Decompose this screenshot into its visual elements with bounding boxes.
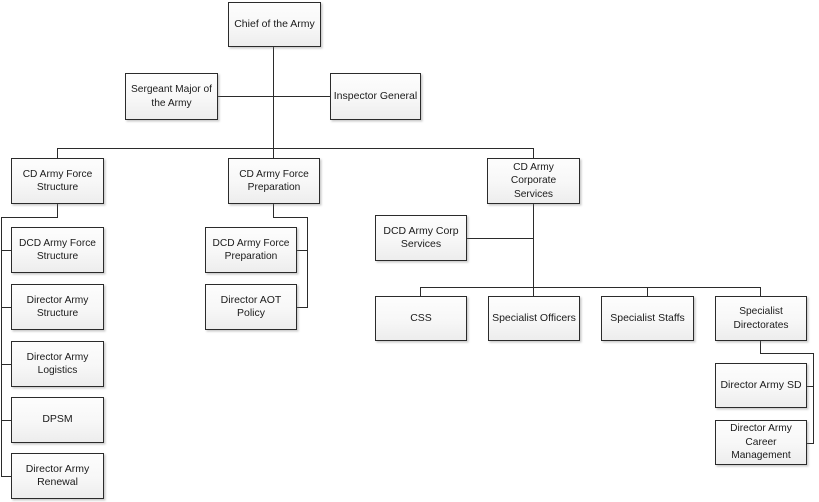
- connector-chief-down-stem: [273, 47, 275, 148]
- connector-left-branch-stem: [57, 204, 59, 217]
- connector-right-branch-stem: [533, 204, 535, 288]
- org-node-dcd-corp-services[interactable]: DCD Army Corp Services: [375, 215, 467, 261]
- org-node-dcd-force-preparation[interactable]: DCD Army Force Preparation: [205, 227, 297, 273]
- org-node-director-army-renewal[interactable]: Director Army Renewal: [11, 453, 104, 499]
- connector-right-row-drop-directorates: [760, 287, 762, 297]
- connector-directorates-stub-1: [807, 386, 814, 388]
- connector-left-stub-2: [1, 307, 12, 309]
- connector-mid-stub-2: [297, 307, 308, 309]
- connector-inspector-general-to-spine: [273, 96, 331, 98]
- org-node-director-army-career-mgmt[interactable]: Director Army Career Management: [715, 420, 807, 465]
- connector-dcd-corp-services-stub: [467, 238, 534, 240]
- connector-left-stub-4: [1, 420, 12, 422]
- org-node-director-aot-policy[interactable]: Director AOT Policy: [205, 284, 297, 330]
- org-node-css[interactable]: CSS: [375, 296, 467, 341]
- org-node-dpsm[interactable]: DPSM: [11, 397, 104, 443]
- connector-sergeant-major-to-spine: [218, 96, 274, 98]
- org-node-specialist-officers[interactable]: Specialist Officers: [488, 296, 580, 341]
- connector-tier2-left-drop: [57, 148, 59, 159]
- connector-mid-branch-stem: [273, 204, 275, 217]
- connector-left-branch-spine: [1, 217, 3, 477]
- org-node-cd-force-structure[interactable]: CD Army Force Structure: [11, 158, 104, 204]
- org-node-cd-corporate-services[interactable]: CD Army Corporate Services: [487, 158, 580, 204]
- org-node-cd-force-preparation[interactable]: CD Army Force Preparation: [228, 158, 320, 204]
- org-node-sergeant-major[interactable]: Sergeant Major of the Army: [125, 73, 218, 120]
- connector-left-stub-3: [1, 364, 12, 366]
- connector-directorates-elbow: [760, 353, 814, 355]
- connector-left-stub-5: [1, 476, 12, 478]
- org-node-director-army-sd[interactable]: Director Army SD: [715, 363, 807, 408]
- org-node-specialist-directorates[interactable]: Specialist Directorates: [715, 296, 807, 341]
- org-node-director-army-logistics[interactable]: Director Army Logistics: [11, 341, 104, 387]
- connector-right-row-bus: [420, 287, 761, 289]
- connector-mid-branch-elbow: [273, 217, 308, 219]
- org-node-chief-of-army[interactable]: Chief of the Army: [228, 2, 321, 47]
- connector-directorates-spine: [813, 353, 815, 443]
- org-node-specialist-staffs[interactable]: Specialist Staffs: [601, 296, 694, 341]
- connector-mid-branch-spine: [307, 217, 309, 307]
- connector-left-stub-1: [1, 250, 12, 252]
- connector-directorates-stem: [760, 341, 762, 353]
- connector-right-row-drop-css: [420, 287, 422, 297]
- connector-tier2-right-drop: [533, 148, 535, 159]
- org-node-dcd-force-structure[interactable]: DCD Army Force Structure: [11, 227, 104, 273]
- connector-tier2-mid-drop: [273, 148, 275, 159]
- connector-right-row-drop-staffs: [647, 287, 649, 297]
- connector-right-row-drop-officers: [533, 287, 535, 297]
- connector-directorates-stub-2: [807, 443, 814, 445]
- connector-mid-stub-1: [297, 250, 308, 252]
- org-node-inspector-general[interactable]: Inspector General: [330, 73, 421, 120]
- org-node-director-army-structure[interactable]: Director Army Structure: [11, 284, 104, 330]
- connector-left-branch-elbow: [1, 217, 58, 219]
- connector-tier2-bus: [57, 148, 534, 150]
